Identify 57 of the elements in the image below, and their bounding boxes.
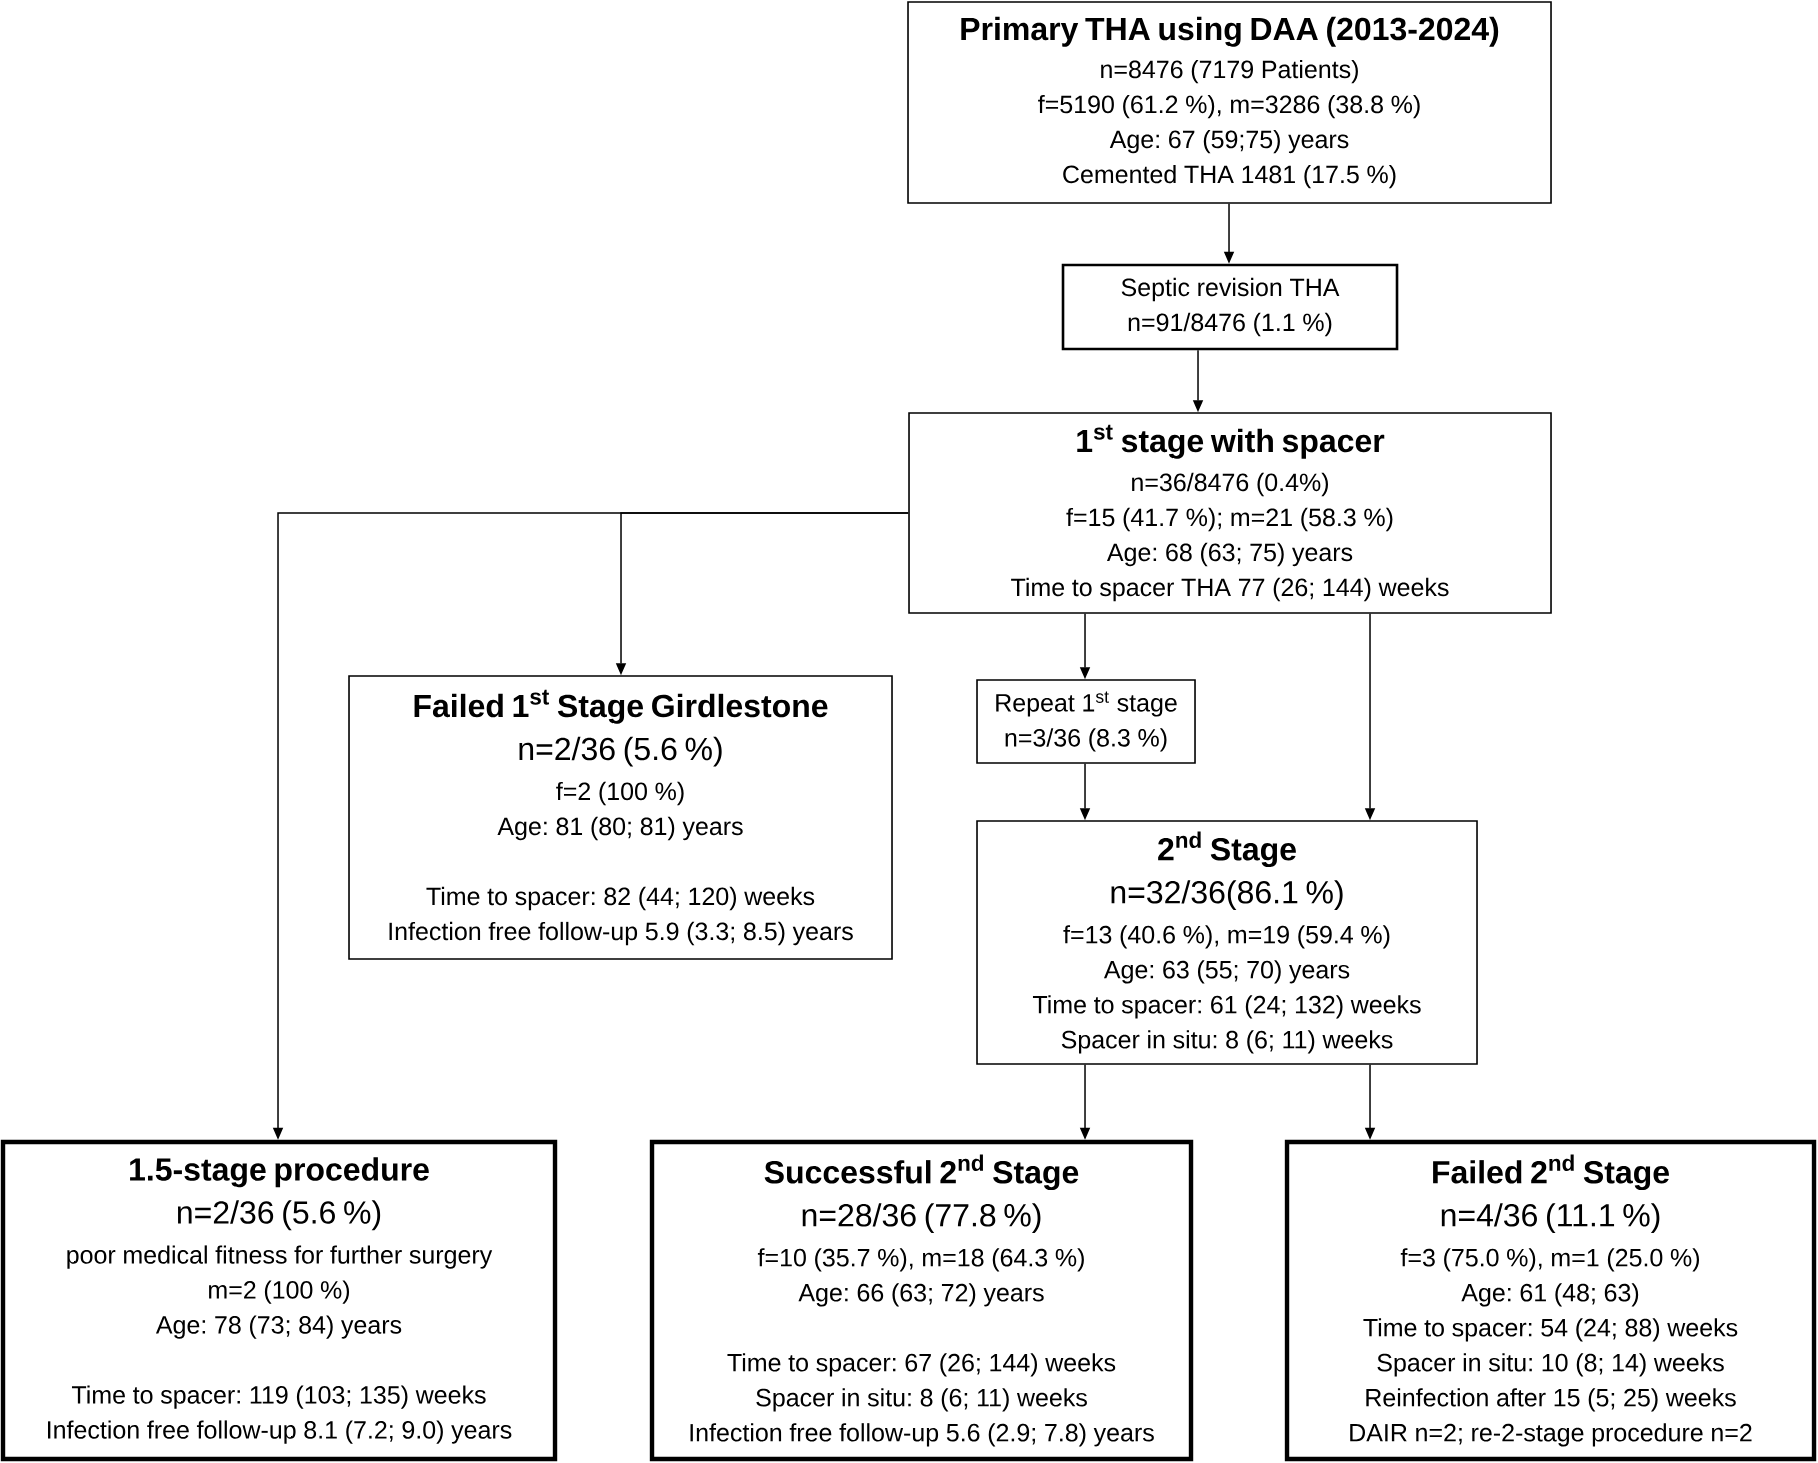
text-line: poor medical fitness for further surgery: [67, 1245, 493, 1269]
count-line: n=2/36 (5.6 %): [177, 1200, 381, 1231]
text-line: Time to spacer: 67 (26; 144) weeks: [727, 1353, 1116, 1377]
text-line: Age: 67 (59;75) years: [1109, 129, 1349, 154]
text-line: Infection free follow-up 5.9 (3.3; 8.5) years: [389, 921, 853, 946]
heading: 1$^{st}$ stage with spacer: [1077, 424, 1385, 459]
text-line: f=3 (75.0 %), m=1 (25.0 %): [1400, 1248, 1699, 1272]
text-line: f=10 (35.7 %), m=18 (64.3 %): [757, 1248, 1084, 1272]
heading: 2$^{nd}$ Stage: [1158, 831, 1296, 868]
text-line: n=36/8476 (0.4%): [1132, 472, 1328, 497]
text-line: Time to spacer: 61 (24; 132) weeks: [1032, 995, 1421, 1019]
process-box: [1061, 263, 1399, 351]
text-line: n=91/8476 (1.1 %): [1128, 312, 1332, 337]
count-line: n=28/36 (77.8 %): [802, 1203, 1041, 1233]
text-line: m=2 (100 %): [209, 1280, 350, 1304]
text-line: Age: 68 (63; 75) years: [1106, 542, 1353, 567]
text-line: Age: 81 (80; 81) years: [497, 816, 743, 841]
text-line: f=13 (40.6 %), m=19 (59.4 %): [1063, 925, 1390, 949]
text-line: Repeat 1$^{st}$ stage: [996, 691, 1177, 717]
text-line: Infection free follow-up 5.6 (2.9; 7.8) years: [690, 1423, 1154, 1447]
text-line: Infection free follow-up 8.1 (7.2; 9.0) years: [48, 1420, 512, 1444]
process-box: [348, 675, 893, 960]
heading: Failed 2$^{nd}$ Stage: [1433, 1154, 1669, 1191]
text-line: f=2 (100 %): [556, 781, 684, 806]
text-line: DAIR n=2; re-2-stage procedure n=2: [1350, 1423, 1752, 1447]
text-line: Time to spacer: 119 (103; 135) weeks: [72, 1385, 486, 1409]
heading: Failed 1$^{st}$ Stage Girdlestone: [414, 689, 828, 724]
text-line: Septic revision THA: [1121, 277, 1340, 302]
process-box: [976, 679, 1196, 764]
text-line: Spacer in situ: 8 (6; 11) weeks: [1061, 1030, 1393, 1054]
text-line: Spacer in situ: 10 (8; 14) weeks: [1377, 1353, 1724, 1377]
heading: 1.5-stage procedure: [130, 1157, 429, 1188]
text-line: Time to spacer: 82 (44; 120) weeks: [426, 886, 815, 911]
text-line: Spacer in situ: 8 (6; 11) weeks: [756, 1388, 1087, 1412]
count-line: n=32/36(86.1 %): [1111, 880, 1343, 910]
text-line: Reinfection after 15 (5; 25) weeks: [1366, 1388, 1736, 1412]
text-line: f=5190 (61.2 %), m=3286 (38.8 %): [1038, 94, 1420, 119]
text-line: Age: 66 (63; 72) years: [798, 1283, 1044, 1307]
text-line: Age: 63 (55; 70) years: [1103, 960, 1350, 984]
heading: Primary THA using DAA (2013-2024): [961, 16, 1499, 47]
text-line: Age: 78 (73; 84) years: [155, 1315, 402, 1339]
process-box: [649, 1139, 1194, 1462]
process-box: [908, 412, 1552, 614]
process-box: [1284, 1139, 1817, 1462]
text-line: n=8476 (7179 Patients): [1101, 59, 1358, 84]
process-box: [907, 1, 1552, 204]
count-line: n=2/36 (5.6 %): [519, 736, 722, 767]
text-line: Time to spacer THA 77 (26; 144) weeks: [1011, 577, 1449, 602]
heading: Successful 2$^{nd}$ Stage: [764, 1154, 1079, 1191]
process-box: [0, 1139, 558, 1462]
text-line: Age: 61 (48; 63): [1461, 1283, 1639, 1307]
text-line: Cemented THA 1481 (17.5 %): [1063, 164, 1396, 189]
text-line: n=3/36 (8.3 %): [1005, 728, 1167, 752]
text-line: f=15 (41.7 %); m=21 (58.3 %): [1066, 507, 1393, 532]
count-line: n=4/36 (11.1 %): [1441, 1203, 1660, 1233]
text-line: Time to spacer: 54 (24; 88) weeks: [1363, 1318, 1738, 1342]
process-box: [976, 820, 1478, 1065]
